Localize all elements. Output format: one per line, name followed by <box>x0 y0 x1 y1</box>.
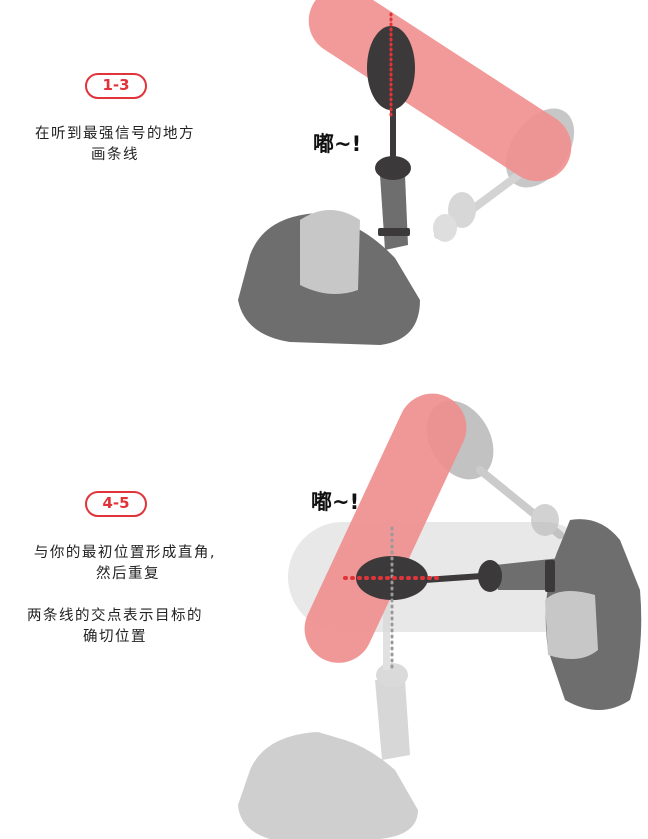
beep-label-bottom: 嘟~! <box>311 490 360 514</box>
sweep-band-bottom <box>304 393 467 663</box>
step-caption-4-5-b: 两条线的交点表示目标的 确切位置 <box>0 606 230 648</box>
sweep-band-top <box>308 0 572 182</box>
step-badge-1-3: 1-3 <box>85 73 147 99</box>
caption-line: 画条线 <box>91 147 139 163</box>
step-caption-1-3: 在听到最强信号的地方 画条线 <box>0 124 230 166</box>
step-badge-4-5: 4-5 <box>85 491 147 517</box>
person-top <box>238 105 420 345</box>
caption-line: 然后重复 <box>96 566 160 582</box>
top-scene <box>238 0 575 345</box>
person-bottom <box>424 519 642 710</box>
step-caption-4-5-a: 与你的最初位置形成直角, 然后重复 <box>0 543 216 585</box>
caption-line: 在听到最强信号的地方 <box>35 126 195 142</box>
bottom-scene <box>238 393 642 839</box>
ghost-person-bottom <box>238 600 418 839</box>
caption-line: 两条线的交点表示目标的 <box>27 608 203 624</box>
caption-line: 与你的最初位置形成直角, <box>33 545 216 561</box>
beep-label-top: 嘟~! <box>313 132 362 156</box>
caption-line: 确切位置 <box>83 629 147 645</box>
